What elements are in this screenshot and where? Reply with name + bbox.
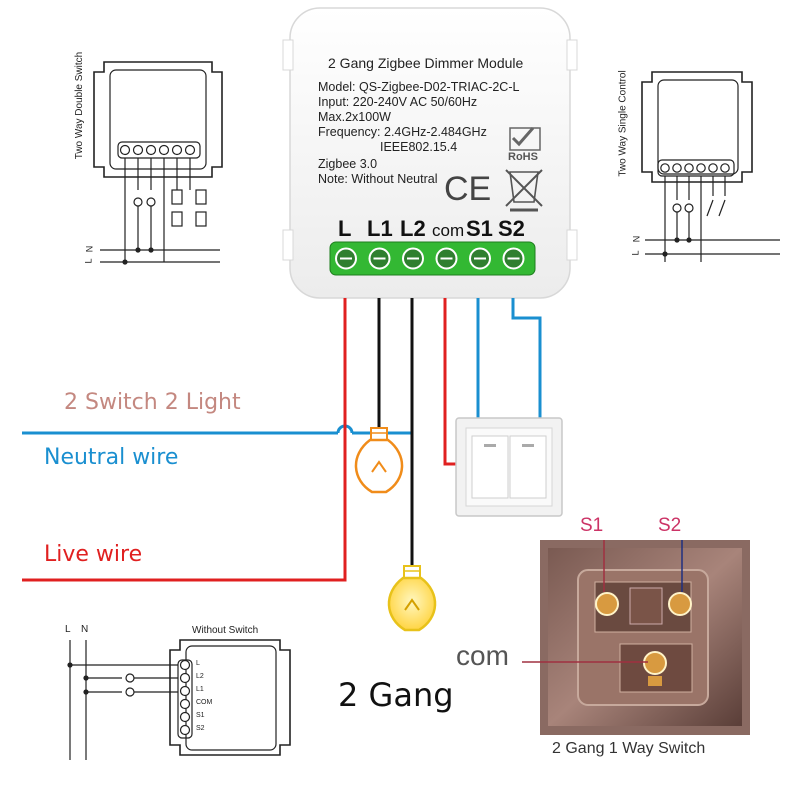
mini-pin <box>179 711 191 723</box>
tr-n-label: N <box>631 235 642 243</box>
top-right-mini-title: Two Way Single Control <box>617 70 629 177</box>
mini-pin <box>179 672 191 684</box>
tl-n-label: N <box>84 245 95 253</box>
terminal-label-l1: L1 <box>367 216 393 241</box>
module-spec-power: Max.2x100W <box>318 110 391 124</box>
weee-bin-icon <box>505 169 543 212</box>
mini-diagram-without-switch <box>67 639 291 760</box>
mini-pin <box>720 163 730 173</box>
live-wire-label: Live wire <box>44 542 143 567</box>
mini-pin <box>184 144 196 156</box>
tr-l-label: L <box>630 250 641 256</box>
bl-pin-l1: L1 <box>196 686 204 693</box>
s1-photo-label: S1 <box>580 515 604 536</box>
mini-pin <box>672 163 682 173</box>
mini-pin <box>179 698 191 710</box>
mini-pin <box>179 724 191 736</box>
mini-diagram-two-way-double <box>93 61 223 265</box>
module-spec-note: Note: Without Neutral <box>318 172 438 186</box>
terminal-label-l: L <box>338 216 352 241</box>
dimmer-module <box>282 7 578 299</box>
bl-pin-s1: S1 <box>196 712 205 719</box>
module-spec-frequency: Frequency: 2.4GHz-2.484GHz <box>318 125 487 139</box>
two-gang-label: 2 Gang <box>338 676 454 714</box>
mini-pin <box>171 144 183 156</box>
s2-photo-label: S2 <box>658 515 682 536</box>
switch-caption: 2 Gang 1 Way Switch <box>552 740 706 757</box>
terminal-label-com: com <box>432 221 465 240</box>
module-title: 2 Gang Zigbee Dimmer Module <box>328 55 524 71</box>
bl-pin-s2: S2 <box>196 725 205 732</box>
mini-pin <box>132 144 144 156</box>
main-wires <box>22 298 542 582</box>
terminal-label-s1: S1 <box>466 216 493 241</box>
com-photo-label: com <box>456 640 509 671</box>
bottom-left-mini-title: Without Switch <box>192 625 259 636</box>
tl-l-label: L <box>83 258 94 264</box>
terminal-screws <box>335 247 525 270</box>
bulb-1-icon <box>354 427 404 494</box>
ce-mark: CE <box>444 170 492 208</box>
rohs-label: RoHS <box>508 151 538 163</box>
top-left-mini-title: Two Way Double Switch <box>74 51 86 160</box>
module-spec-zigbee: Zigbee 3.0 <box>318 157 378 171</box>
bl-pin-com: COM <box>196 699 213 706</box>
mini-pin <box>179 659 191 671</box>
mini-pin <box>660 163 670 173</box>
rohs-icon <box>509 127 541 151</box>
module-spec-input: Input: 220-240V AC 50/60Hz <box>318 95 478 109</box>
mini-pin <box>708 163 718 173</box>
bulb-2-icon <box>387 565 437 632</box>
module-spec-model: Model: QS-Zigbee-D02-TRIAC-2C-L <box>318 80 520 94</box>
switch-back-photo <box>522 540 750 735</box>
terminal-label-s2: S2 <box>498 216 525 241</box>
mini-pin <box>145 144 157 156</box>
mini-pin <box>684 163 694 173</box>
bl-n-label: N <box>81 624 89 635</box>
mini-pin <box>696 163 706 173</box>
mini-pin <box>158 144 170 156</box>
mini-diagram-two-way-single <box>641 71 780 262</box>
wall-switch-icon <box>455 417 563 517</box>
terminal-label-l2: L2 <box>400 216 426 241</box>
bl-pin-l: L <box>196 660 200 667</box>
neutral-wire-label: Neutral wire <box>44 445 179 470</box>
mini-pin <box>179 685 191 697</box>
two-switch-two-light-label: 2 Switch 2 Light <box>64 390 241 415</box>
mini-pin <box>119 144 131 156</box>
live-wire-line <box>22 298 347 582</box>
bl-pin-l2: L2 <box>196 673 204 680</box>
bl-l-label: L <box>65 624 71 635</box>
module-spec-ieee: IEEE802.15.4 <box>380 140 458 154</box>
